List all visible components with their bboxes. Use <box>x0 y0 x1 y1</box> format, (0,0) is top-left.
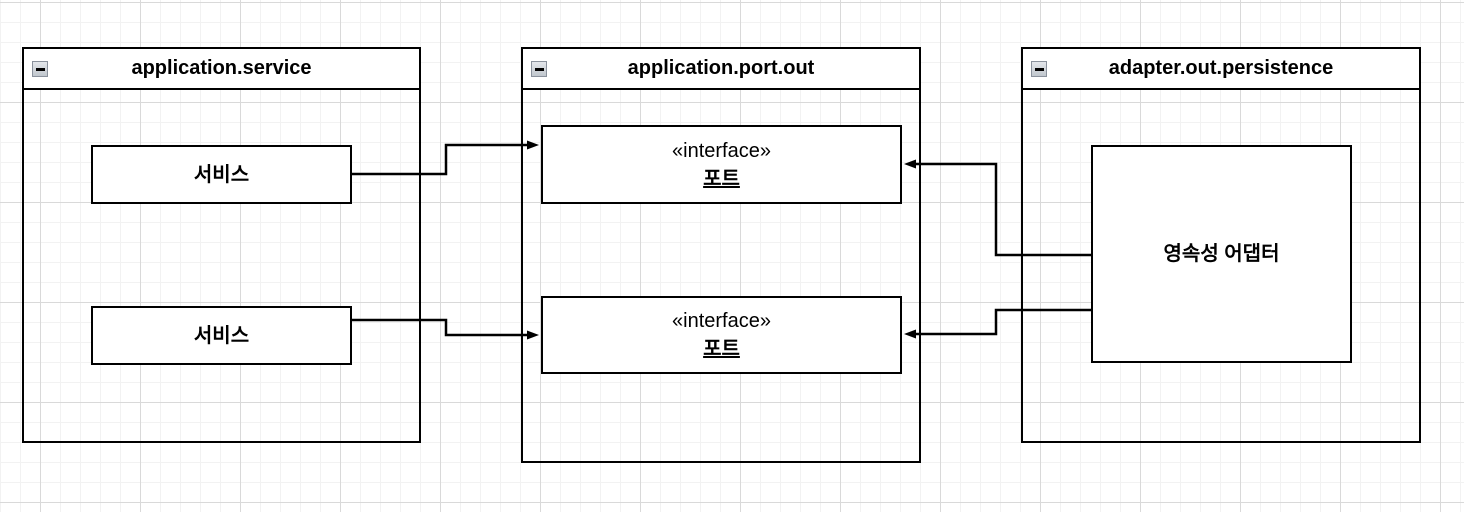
node-label: 포트 <box>703 167 740 190</box>
node-port-interface-2[interactable]: «interface» 포트 <box>541 296 902 374</box>
package-adapter-out-persistence[interactable]: adapter.out.persistence <box>1021 47 1421 443</box>
stereotype-label: «interface» <box>672 139 771 162</box>
collapse-button[interactable] <box>531 61 547 77</box>
package-title-bar: application.service <box>24 49 419 90</box>
edge-service1-to-port1[interactable] <box>352 140 539 176</box>
package-title: application.port.out <box>627 57 815 79</box>
node-port-interface-1[interactable]: «interface» 포트 <box>541 125 902 204</box>
minus-icon <box>534 67 544 71</box>
node-label: 영속성 어댑터 <box>1163 243 1280 265</box>
stereotype-label: «interface» <box>672 310 771 332</box>
edge-adapter-to-port1[interactable] <box>904 159 1091 257</box>
minus-icon <box>35 67 45 71</box>
package-title: application.service <box>131 57 312 79</box>
node-service-1[interactable]: 서비스 <box>91 145 352 204</box>
collapse-button[interactable] <box>32 61 48 77</box>
node-service-2[interactable]: 서비스 <box>91 306 352 365</box>
package-application-port-out[interactable]: application.port.out <box>521 47 921 463</box>
minus-icon <box>1034 67 1044 71</box>
node-label: 서비스 <box>193 163 250 186</box>
node-persistence-adapter[interactable]: 영속성 어댑터 <box>1091 145 1352 363</box>
collapse-button[interactable] <box>1031 61 1047 77</box>
package-title-bar: adapter.out.persistence <box>1023 49 1419 90</box>
package-title-bar: application.port.out <box>523 49 919 90</box>
node-label: 포트 <box>703 338 740 360</box>
edge-service2-to-port2[interactable] <box>352 318 539 340</box>
package-application-service[interactable]: application.service <box>22 47 421 443</box>
edge-adapter-to-port2[interactable] <box>904 308 1091 339</box>
node-label: 서비스 <box>193 324 250 347</box>
package-title: adapter.out.persistence <box>1108 57 1334 79</box>
